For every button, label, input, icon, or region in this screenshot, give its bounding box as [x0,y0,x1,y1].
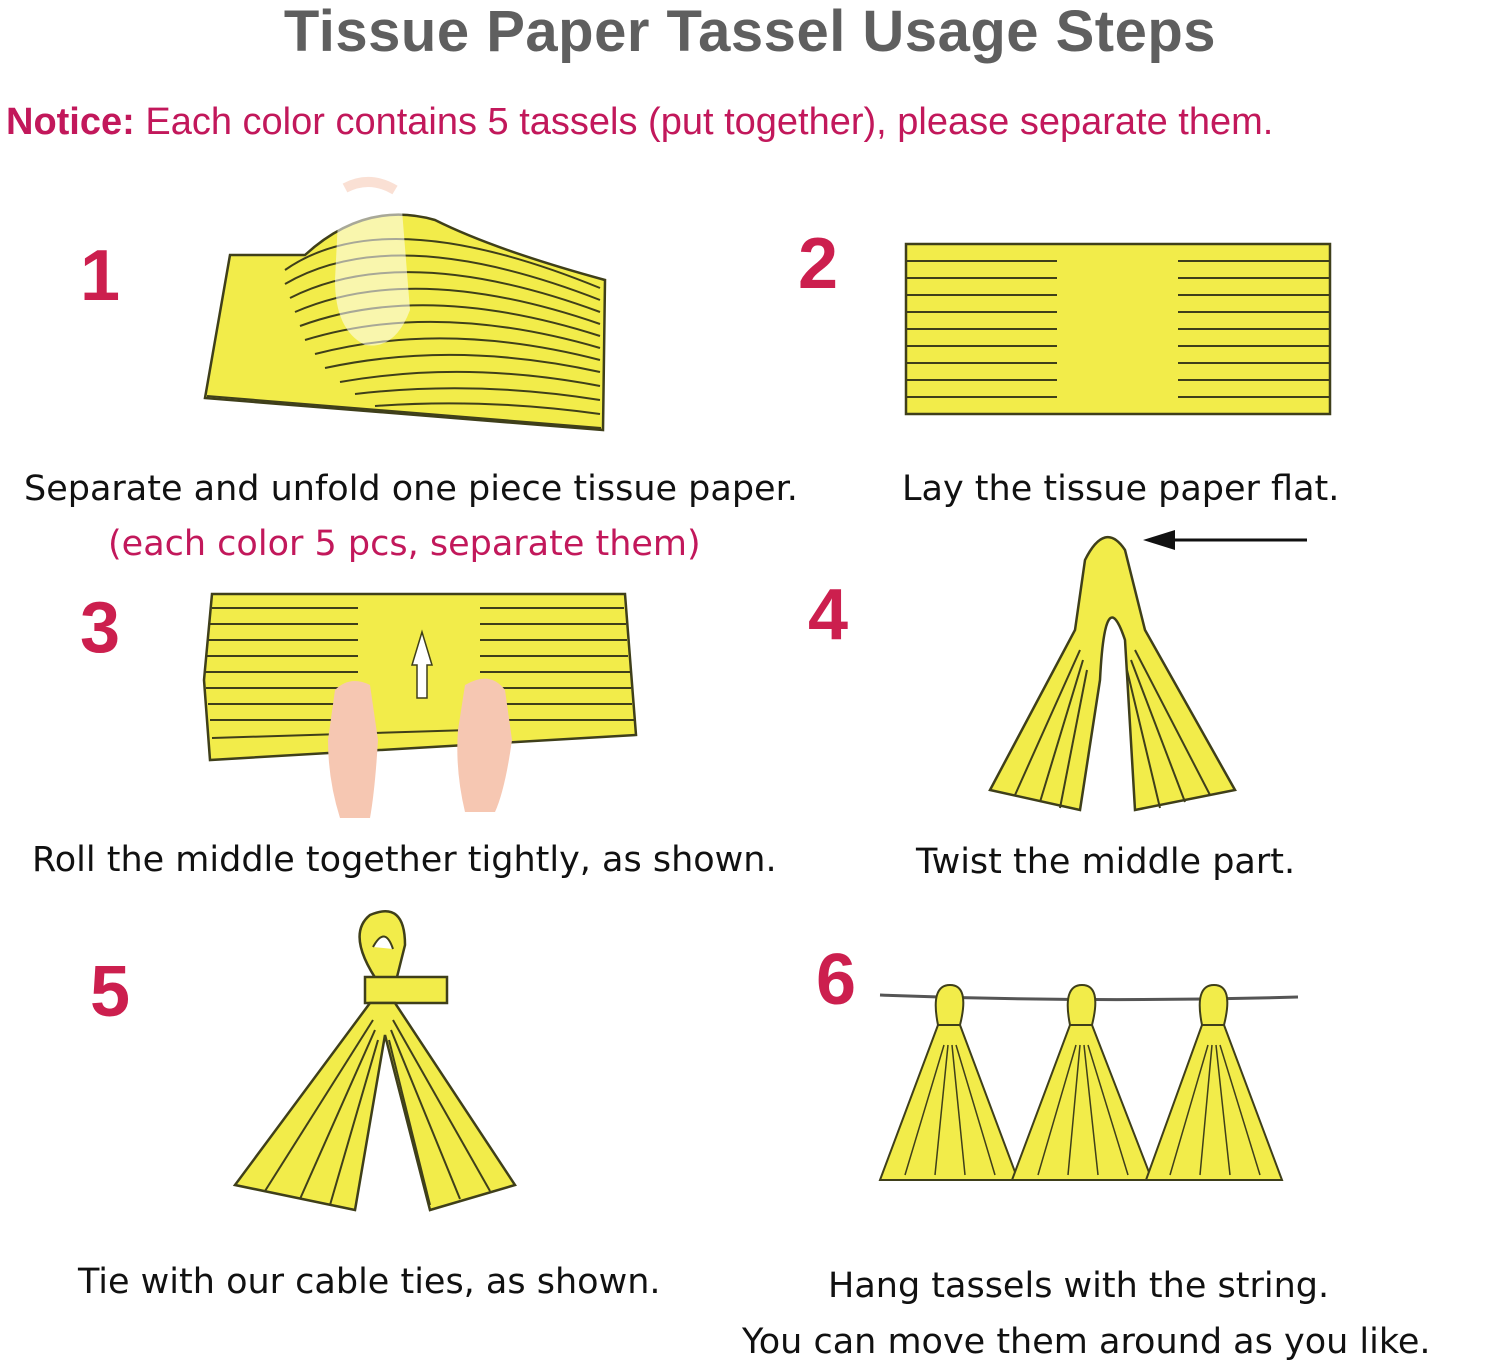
step-6-number: 6 [816,940,857,1020]
step-4-illustration [988,530,1307,812]
step-6-illustration [878,983,1299,1181]
page-title: Tissue Paper Tassel Usage Steps [283,0,1217,64]
tied-tassel [232,910,517,1212]
flat-tissue-sheet [904,242,1332,416]
step-6-caption-2: You can move them around as you like. [742,1322,1431,1362]
arrow-left-icon [1143,530,1307,550]
step-1-number: 1 [80,236,121,316]
left-hand-icon [328,681,378,818]
step-2-number: 2 [798,224,839,304]
step-4-caption: Twist the middle part. [916,842,1296,882]
notice-banner: Notice: Each color contains 5 tassels (p… [6,98,1500,146]
step-2-illustration [904,242,1332,416]
hand-icon [335,173,410,346]
cable-tie [363,975,449,1005]
notice-text: Each color contains 5 tassels (put toget… [134,101,1274,143]
arrow-up-icon [410,629,434,699]
tassel-1 [878,983,1020,1181]
step-4-number: 4 [808,575,849,655]
stacked-tissue-sheets [203,213,607,432]
step-1-note: (each color 5 pcs, separate them) [108,524,701,564]
step-1-caption: Separate and unfold one piece tissue pap… [24,469,798,509]
step-2-caption: Lay the tissue paper flat. [902,469,1340,509]
step-3-caption: Roll the middle together tightly, as sho… [32,840,777,880]
step-3-number: 3 [80,588,121,668]
right-hand-icon [457,678,512,812]
notice-label: Notice: [6,101,135,143]
step-5-caption: Tie with our cable ties, as shown. [78,1262,661,1302]
step-5-number: 5 [90,952,131,1032]
twisted-tassel [988,535,1237,812]
step-5-illustration [232,910,517,1212]
step-6-caption: Hang tassels with the string. [828,1266,1330,1306]
step-1-illustration [203,173,607,432]
step-3-illustration [202,592,638,818]
tassel-3 [1144,983,1284,1181]
tassel-2 [1010,983,1154,1181]
